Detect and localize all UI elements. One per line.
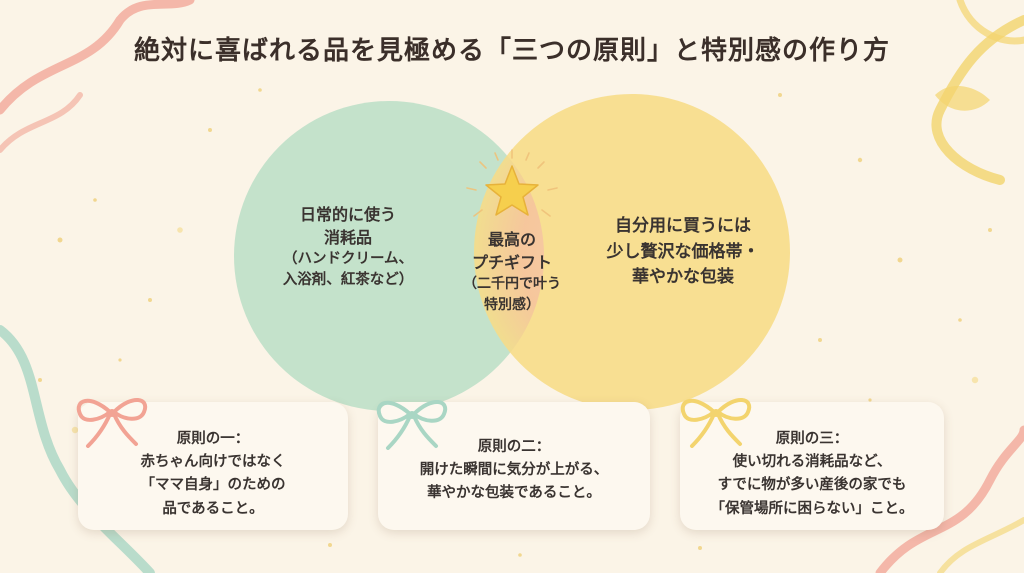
star-icon [466,149,558,217]
principle-card-1: 原則の一： 赤ちゃん向けではなく 「ママ自身」のための 品であること。 [78,402,348,530]
left-line-3: （ハンドクリーム、 [282,251,414,268]
right-line-2: 少し贅沢な価格帯・ [606,241,760,262]
right-circle-text: 自分用に買うには 少し贅沢な価格帯・ 華やかな包装 [585,214,781,291]
card-1-title: 原則の一： [176,431,250,447]
card-3-line-3: 「保管場所に困らない」こと。 [710,500,914,517]
right-line-1: 自分用に買うには [615,216,751,236]
right-circle [474,94,790,410]
page-title: 絶対に喜ばれる品を見極める「三つの原則」と特別感の作り方 [133,36,890,66]
left-circle-text: 日常的に使う 消耗品 （ハンドクリーム、 入浴剤、紅茶など） [250,203,446,291]
card-1-line-1: 赤ちゃん向けではなく [140,454,286,471]
left-line-4: 入浴剤、紅茶など） [282,272,414,289]
left-circle [234,101,544,411]
card-3-line-2: すでに物が多い産後の家でも [717,477,907,494]
card-2-line-1: 開けた瞬間に気分が上がる、 [419,462,609,479]
card-3-title: 原則の三： [775,431,849,447]
card-1-line-2: 「ママ自身」のための [140,477,286,494]
center-overlap-text: 最高の プチギフト （二千円で叶う 特別感） [430,228,594,315]
center-line-1: 最高の [487,230,536,249]
left-line-2: 消耗品 [323,228,372,248]
center-line-3: （二千円で叶う [463,276,561,293]
center-line-2: プチギフト [471,253,552,273]
card-2-line-2: 華やかな包装であること。 [427,485,601,502]
principle-card-3: 原則の三： 使い切れる消耗品など、 すでに物が多い産後の家でも 「保管場所に困ら… [680,402,944,530]
left-line-1: 日常的に使う [299,205,396,224]
center-line-4: 特別感） [484,296,540,313]
card-3-line-1: 使い切れる消耗品など、 [732,454,892,471]
card-2-title: 原則の二： [477,439,551,455]
right-line-3: 華やかな包装 [632,267,734,287]
principle-card-2: 原則の二： 開けた瞬間に気分が上がる、 華やかな包装であること。 [378,402,650,530]
card-1-line-3: 品であること。 [162,500,264,517]
